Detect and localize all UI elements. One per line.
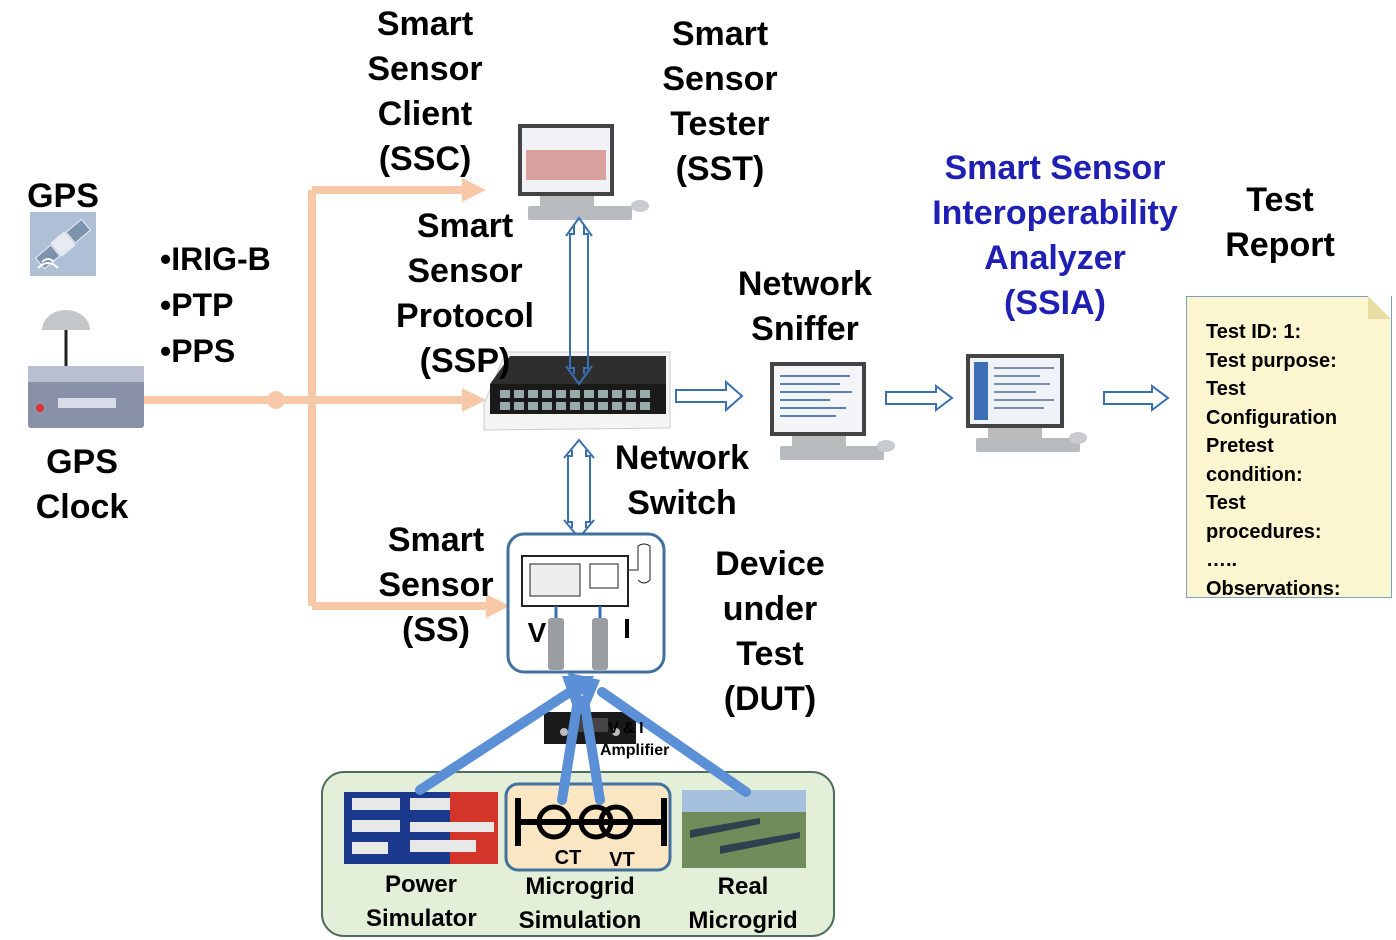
dut-box — [506, 532, 666, 674]
sniffer-computer-icon — [770, 362, 895, 460]
switch-sniffer-arrow — [675, 379, 744, 413]
report-field: Configuration — [1206, 406, 1338, 429]
test-report-document — [1186, 296, 1392, 598]
switch-dut-arrow — [563, 438, 595, 540]
source-arrows — [415, 687, 751, 805]
report-field: Test purpose: — [1206, 349, 1337, 372]
report-field: condition: — [1206, 463, 1303, 486]
network-switch-icon — [483, 351, 671, 431]
report-folded-corner — [1368, 296, 1391, 319]
report-field: ….. — [1206, 549, 1238, 571]
satellite-icon — [30, 212, 96, 276]
ssc-switch-arrow — [565, 216, 593, 386]
source-arrowheads — [562, 672, 600, 704]
sync-item: •IRIG-B — [160, 241, 271, 277]
sync-protocol-list: •IRIG-B •PTP •PPS — [160, 236, 271, 374]
sync-item: •PPS — [160, 333, 236, 369]
ct-label: CT — [554, 847, 582, 869]
report-field: Test — [1206, 492, 1246, 514]
ssia-computer-icon — [966, 354, 1087, 452]
report-fields: Test ID: 1: Test purpose: Test Configura… — [1206, 318, 1340, 603]
voltage-label: V — [527, 617, 547, 648]
gps-clock-icon — [28, 310, 144, 428]
sync-lines — [142, 186, 490, 610]
report-field: Test ID: 1: — [1206, 321, 1302, 343]
sync-arrowheads — [267, 178, 510, 618]
microgrid-simulation-box — [504, 782, 672, 872]
report-field: Pretest — [1206, 435, 1274, 457]
power-simulator-image — [344, 792, 498, 864]
report-field: procedures: — [1206, 520, 1322, 543]
vt-label: VT — [609, 849, 635, 871]
sync-item: •PTP — [160, 287, 234, 323]
sniffer-ssia-arrow — [885, 384, 954, 412]
real-microgrid-image — [682, 790, 806, 868]
current-label: I — [623, 613, 631, 644]
report-field: Observations: — [1206, 577, 1341, 600]
ssc-computer-icon — [518, 124, 649, 220]
report-field: Test — [1206, 378, 1246, 400]
ssia-report-arrow — [1103, 384, 1170, 412]
gps-label: GPS — [27, 177, 99, 215]
